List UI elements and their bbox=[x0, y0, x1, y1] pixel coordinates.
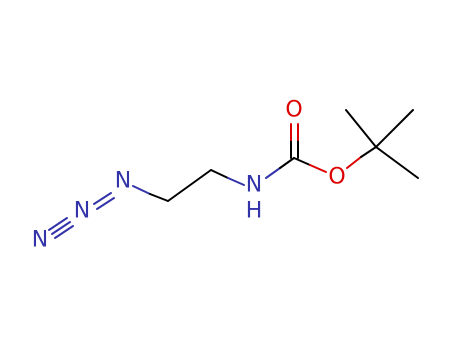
atom-o-carbonyl: O bbox=[285, 98, 302, 123]
bond-n-ch2-b bbox=[149, 193, 169, 202]
atom-n-azide: N bbox=[115, 169, 131, 194]
bond-carbonyl-oester-a bbox=[293, 157, 311, 166]
bond-carbonyl-oester-b bbox=[309, 164, 327, 173]
bond-ch2-ch2 bbox=[167, 169, 212, 202]
atom-n-middle: N bbox=[74, 199, 90, 224]
atom-labels: N N N N H O O bbox=[32, 98, 346, 253]
atom-n-amide: N bbox=[246, 173, 262, 198]
bond-azide-triple-3 bbox=[54, 225, 74, 239]
bond-cq-methyl-bottom-right bbox=[375, 146, 419, 179]
bond-cq-methyl-top-left bbox=[345, 109, 377, 148]
bond-nh-carbonyl-a bbox=[265, 167, 281, 179]
atom-o-ester: O bbox=[328, 165, 345, 190]
bond-oester-cq-b bbox=[360, 146, 377, 158]
bond-oester-cq-a bbox=[346, 156, 362, 169]
bond-azide-triple-1 bbox=[51, 221, 71, 235]
bond-ch2-nh-b bbox=[227, 177, 245, 186]
azide-group bbox=[48, 192, 115, 239]
bond-n-ch2-a bbox=[132, 185, 151, 195]
skeleton-bonds bbox=[132, 109, 419, 202]
bond-azide-double-1 bbox=[93, 192, 112, 205]
bond-ch2-nh-a bbox=[210, 169, 229, 179]
atom-n-terminal: N bbox=[32, 228, 48, 253]
bond-azide-triple-2 bbox=[48, 217, 68, 231]
atom-h-amide: H bbox=[246, 199, 263, 224]
bond-cq-methyl-top-right bbox=[375, 109, 414, 148]
bond-azide-double-2 bbox=[96, 197, 115, 210]
bond-nh-carbonyl-b bbox=[279, 157, 295, 169]
